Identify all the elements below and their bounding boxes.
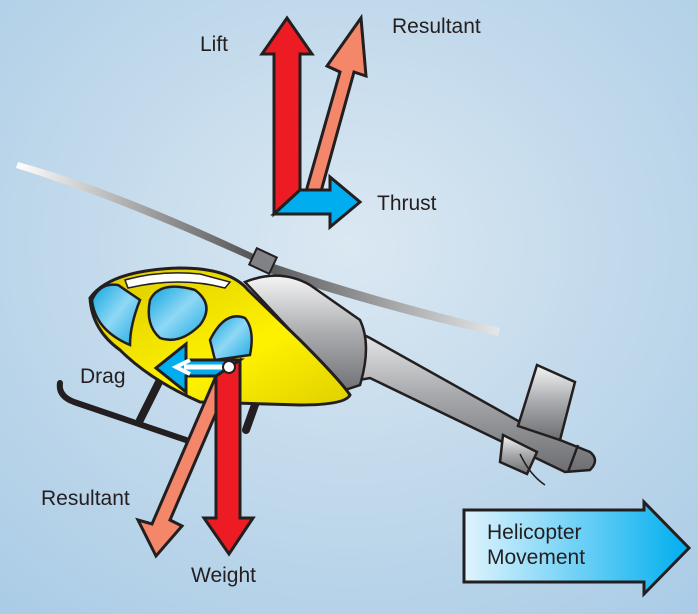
lift-arrow (259, 15, 315, 218)
resultant-top-label: Resultant (392, 15, 481, 38)
rotor-hub (247, 246, 279, 276)
top-force-vectors (259, 13, 368, 231)
weight-label: Weight (191, 564, 256, 587)
center-of-gravity-dot (222, 360, 236, 374)
main-rotor (16, 162, 500, 336)
movement-label: Helicopter Movement (487, 520, 585, 570)
resultant-top-arrow (303, 13, 368, 197)
cockpit-window-door (208, 315, 253, 362)
weight-arrow (201, 357, 256, 557)
fuselage (88, 266, 352, 407)
thrust-label: Thrust (377, 192, 437, 215)
lift-label: Lift (200, 33, 229, 56)
roof-window (124, 272, 232, 289)
drag-label: Drag (80, 365, 126, 388)
helicopter-movement-arrow (462, 498, 692, 598)
thrust-arrow (270, 173, 363, 231)
bottom-force-vectors (135, 340, 256, 559)
rotor-blade-left (16, 162, 264, 266)
movement-label-line2: Movement (487, 546, 586, 569)
nose-window (90, 283, 142, 347)
rotor-blade-right (266, 262, 500, 336)
tail-boom (328, 315, 597, 486)
engine-cowling (242, 274, 368, 397)
resultant-bottom-label: Resultant (41, 487, 130, 510)
movement-label-line1: Helicopter (487, 521, 582, 544)
cockpit-window-front (147, 285, 208, 342)
